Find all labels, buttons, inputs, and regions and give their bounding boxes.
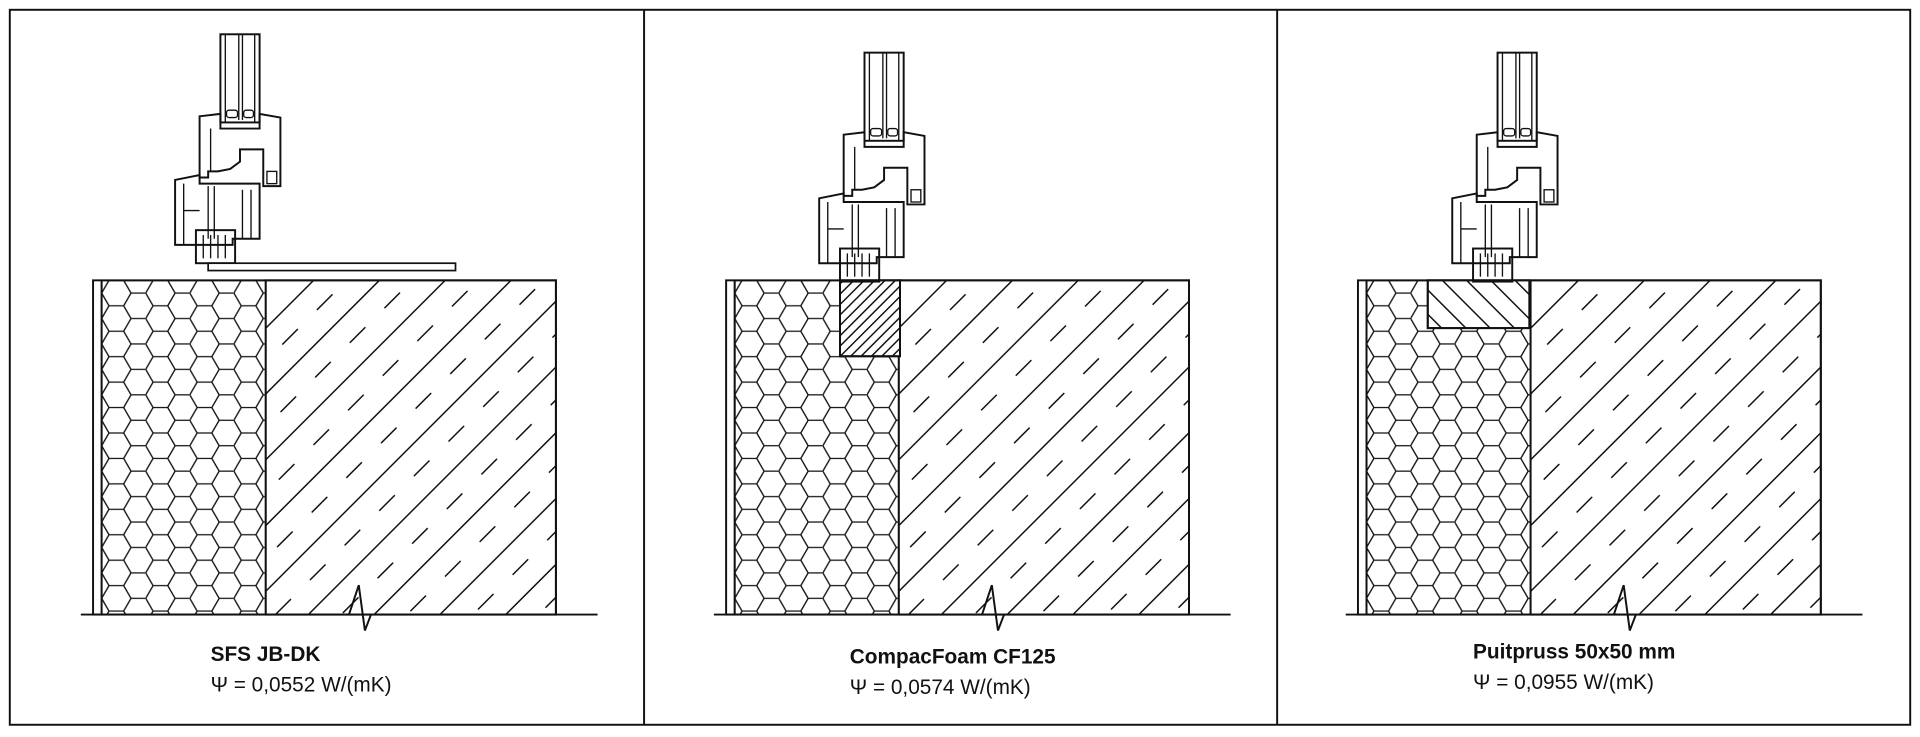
panel-title: SFS JB-DK (211, 643, 321, 666)
wall-section (79, 279, 599, 632)
panel-sfs-jb-dk: SFS JB-DK Ψ = 0,0552 W/(mK) (79, 33, 599, 697)
window-profile (818, 51, 926, 283)
window-profile (1451, 51, 1559, 283)
panel-title: Puitpruss 50x50 mm (1473, 641, 1675, 664)
window-profile (174, 33, 282, 265)
outer-frame (8, 8, 1912, 726)
wall-section (1344, 279, 1864, 632)
timber-hatch (1426, 279, 1531, 330)
panel-compacfoam: CompacFoam CF125 Ψ = 0,0574 W/(mK) (712, 51, 1232, 699)
panel-title: CompacFoam CF125 (850, 646, 1056, 669)
sill-board (207, 262, 457, 272)
psi-value: Ψ = 0,0574 W/(mK) (850, 676, 1031, 699)
compacfoam-hatch (839, 279, 901, 358)
wall-section (712, 279, 1232, 632)
psi-value: Ψ = 0,0955 W/(mK) (1473, 671, 1654, 694)
psi-value: Ψ = 0,0552 W/(mK) (211, 674, 392, 697)
panel-timber-batten: Puitpruss 50x50 mm Ψ = 0,0955 W/(mK) (1344, 51, 1864, 694)
